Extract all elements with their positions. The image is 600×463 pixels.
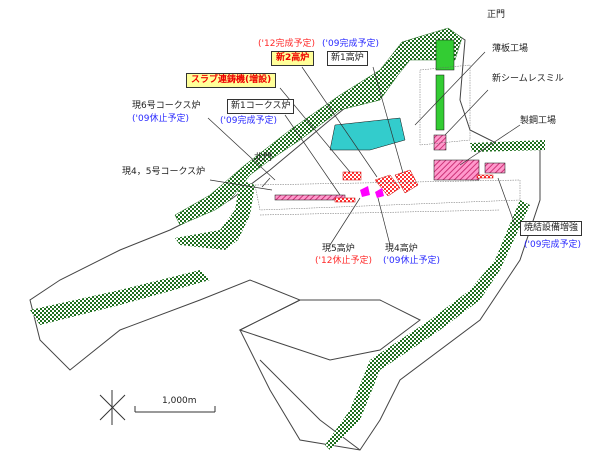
label-bf4-note: ('09休止予定)	[383, 256, 440, 266]
label-new-bf1: 新1高炉	[327, 51, 368, 66]
label-bf5-note: ('12休止予定)	[315, 256, 372, 266]
roads	[254, 64, 521, 216]
label-seamless-mill: 新シームレスミル	[492, 74, 564, 84]
label-new-bf2-note: ('12完成予定)	[258, 39, 315, 49]
label-sinter-note: ('09完成予定)	[524, 240, 581, 250]
label-north-gate: 北門	[254, 153, 273, 163]
label-steelmaking: 製鋼工場	[520, 116, 557, 126]
scale-bar	[134, 406, 216, 413]
label-coke6: 現6号コークス炉	[132, 101, 201, 111]
leader-lines	[207, 51, 521, 246]
label-new-coke1: 新1コークス炉	[227, 99, 295, 114]
new-facilities	[334, 169, 494, 203]
ore-yard	[329, 117, 406, 151]
land-outline	[29, 29, 541, 451]
scale-label: 1,000m	[162, 396, 197, 406]
label-sinter: 焼結設備増強	[520, 221, 583, 236]
current-furnaces	[360, 186, 384, 198]
label-new-bf1-note: ('09完成予定)	[322, 39, 379, 49]
label-new-coke1-note: ('09完成予定)	[220, 116, 277, 126]
label-new-bf2: 新2高炉	[271, 51, 315, 66]
label-slab-caster: スラブ連鋳機(増設)	[186, 73, 277, 88]
north-arrow-icon	[99, 390, 126, 425]
label-bf4: 現4高炉	[385, 244, 418, 254]
label-main-gate: 正門	[487, 10, 506, 20]
label-coke45: 現4，5号コークス炉	[122, 167, 206, 177]
label-sheet-mill: 薄板工場	[492, 44, 529, 54]
green-belts	[30, 27, 545, 450]
label-bf5: 現5高炉	[322, 244, 355, 254]
label-coke6-note: ('09休止予定)	[132, 114, 189, 124]
sheet-mill-area	[435, 39, 455, 131]
steelmaking-area	[274, 134, 506, 201]
